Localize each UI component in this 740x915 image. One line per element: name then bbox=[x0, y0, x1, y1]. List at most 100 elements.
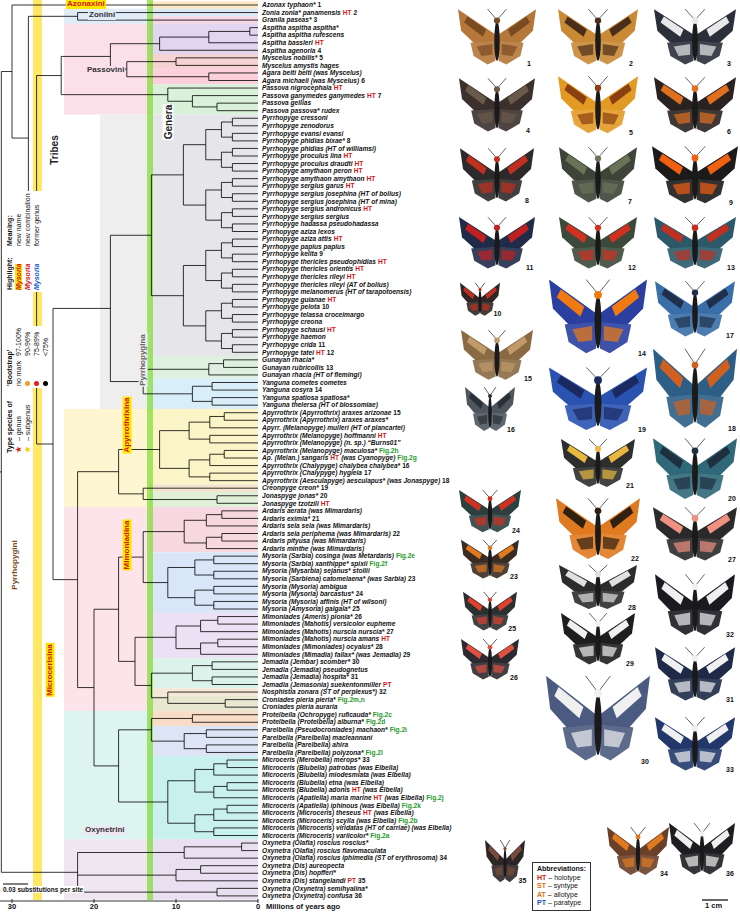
hindwing bbox=[506, 863, 519, 882]
tree-branch bbox=[214, 835, 258, 836]
wing-band bbox=[612, 376, 640, 399]
tree-branch bbox=[61, 56, 110, 57]
tree-branch bbox=[206, 752, 258, 753]
hindwing bbox=[471, 107, 495, 131]
callout-number: 3 bbox=[313, 16, 317, 24]
hindwing-patch bbox=[501, 361, 515, 372]
genus-band bbox=[150, 114, 258, 356]
callout-number: 28 bbox=[375, 643, 382, 651]
tree-branch bbox=[232, 133, 258, 134]
forewing bbox=[697, 647, 735, 679]
tree-branch bbox=[135, 685, 151, 686]
tree-branch bbox=[119, 661, 135, 662]
legend-text: <75% bbox=[42, 338, 49, 356]
hindwing bbox=[600, 39, 626, 64]
abbr-code: HT bbox=[537, 874, 546, 881]
wing-band bbox=[508, 85, 529, 105]
taxon-row: Mysoria (Mysoria) barcastus*24 bbox=[262, 590, 363, 598]
hindwing bbox=[466, 301, 479, 316]
specimen-number: 20 bbox=[728, 495, 736, 503]
forewing bbox=[697, 217, 736, 248]
wing-band bbox=[498, 597, 513, 611]
genus-band bbox=[150, 409, 258, 485]
hindwing bbox=[572, 245, 597, 269]
tree-branch bbox=[119, 493, 144, 494]
body bbox=[479, 290, 482, 314]
callout-number: 7 bbox=[378, 92, 382, 100]
taxon-name: Oxynetra (Dis) aureopecta bbox=[262, 862, 344, 870]
taxon-row: Protelbella (Protelbella) alburna*Fig.2d bbox=[262, 718, 385, 726]
tree-branch bbox=[206, 744, 258, 745]
former-genus-note: (was Elbella) bbox=[363, 786, 403, 794]
antenna bbox=[500, 840, 505, 848]
legend-swatch bbox=[15, 446, 22, 453]
tree-branch bbox=[189, 422, 210, 423]
taxon-name: Parelbella (Parelbella) macleannani bbox=[262, 734, 372, 742]
hindwing-patch bbox=[571, 729, 592, 747]
tree-branch bbox=[222, 510, 258, 511]
taxon-row: Gunayan rhacia* bbox=[262, 356, 314, 364]
legend-swatch bbox=[34, 381, 39, 386]
forewing bbox=[600, 439, 636, 468]
taxon-name: Pyrrhopyge amythaon amythaon bbox=[262, 175, 365, 183]
callout-number: 2 bbox=[354, 9, 358, 17]
hindwing bbox=[600, 531, 627, 559]
head bbox=[595, 621, 601, 627]
hindwing-patch bbox=[700, 112, 716, 124]
wing-band bbox=[511, 845, 522, 861]
tree-branch bbox=[212, 382, 258, 383]
tree-branch bbox=[201, 642, 218, 643]
callout-number: 12 bbox=[327, 349, 334, 357]
taxon-row: Gunayan rhacia (HT of flemingi) bbox=[262, 371, 362, 379]
hindwing bbox=[666, 392, 693, 428]
time-axis bbox=[0, 901, 258, 902]
hindwing-patch bbox=[494, 564, 506, 572]
tree-branch bbox=[232, 201, 258, 202]
head bbox=[488, 645, 493, 650]
taxon-name: Pyrrhopyge thericles rileyi (AT of boliu… bbox=[262, 281, 389, 289]
body bbox=[692, 21, 698, 61]
tree-branch bbox=[195, 769, 214, 770]
specimen-number: 16 bbox=[507, 426, 515, 434]
callout-number: 21 bbox=[312, 515, 319, 523]
figure-ref: Fig.2g bbox=[397, 454, 416, 462]
head bbox=[692, 155, 699, 162]
wing-band bbox=[608, 445, 629, 463]
type-tag: HT bbox=[378, 432, 387, 440]
wing-band bbox=[467, 337, 487, 355]
tree-branch bbox=[222, 541, 258, 542]
tree-branch bbox=[160, 37, 209, 38]
sample-genus: Mysoria bbox=[15, 264, 22, 290]
abbr-code: ST bbox=[537, 882, 546, 889]
tree-branch bbox=[94, 609, 119, 610]
tree-branch bbox=[221, 137, 232, 138]
wing-band bbox=[467, 597, 482, 611]
taxon-row: Pyrrhopyge sergius josephina (HT of boli… bbox=[262, 190, 401, 198]
specimen-number: 30 bbox=[641, 758, 649, 766]
tree-branch bbox=[221, 122, 232, 123]
tree-branch bbox=[151, 697, 167, 698]
tree-branch bbox=[53, 579, 78, 580]
taxon-name: Oxynetra (Olafia) roscius iphimedia (ST … bbox=[262, 854, 438, 862]
tree-branch bbox=[232, 148, 258, 149]
taxon-row: Croniades pieria auraria bbox=[262, 703, 338, 711]
taxon-row: Aspitha bassleriHT bbox=[262, 39, 324, 47]
hindwing-patch bbox=[604, 326, 624, 342]
head bbox=[692, 17, 699, 24]
scale-label: 1 cm bbox=[705, 902, 722, 910]
body bbox=[595, 159, 600, 199]
tree-branch bbox=[222, 533, 258, 534]
forewing bbox=[669, 823, 701, 854]
body bbox=[494, 341, 499, 377]
forewing bbox=[654, 9, 693, 43]
forewing bbox=[558, 9, 596, 43]
wing-band bbox=[565, 154, 587, 174]
hindwing bbox=[697, 676, 723, 700]
forewing bbox=[506, 840, 525, 866]
hindwing-patch bbox=[604, 407, 624, 421]
group-label: Genera bbox=[163, 104, 174, 140]
body bbox=[595, 296, 602, 349]
taxon-row: Oxynetra (Dis) stangelandiPT35 bbox=[262, 877, 365, 885]
taxon-row: Pyrrhopyge aziza lexos bbox=[262, 228, 335, 236]
forewing bbox=[546, 676, 596, 728]
